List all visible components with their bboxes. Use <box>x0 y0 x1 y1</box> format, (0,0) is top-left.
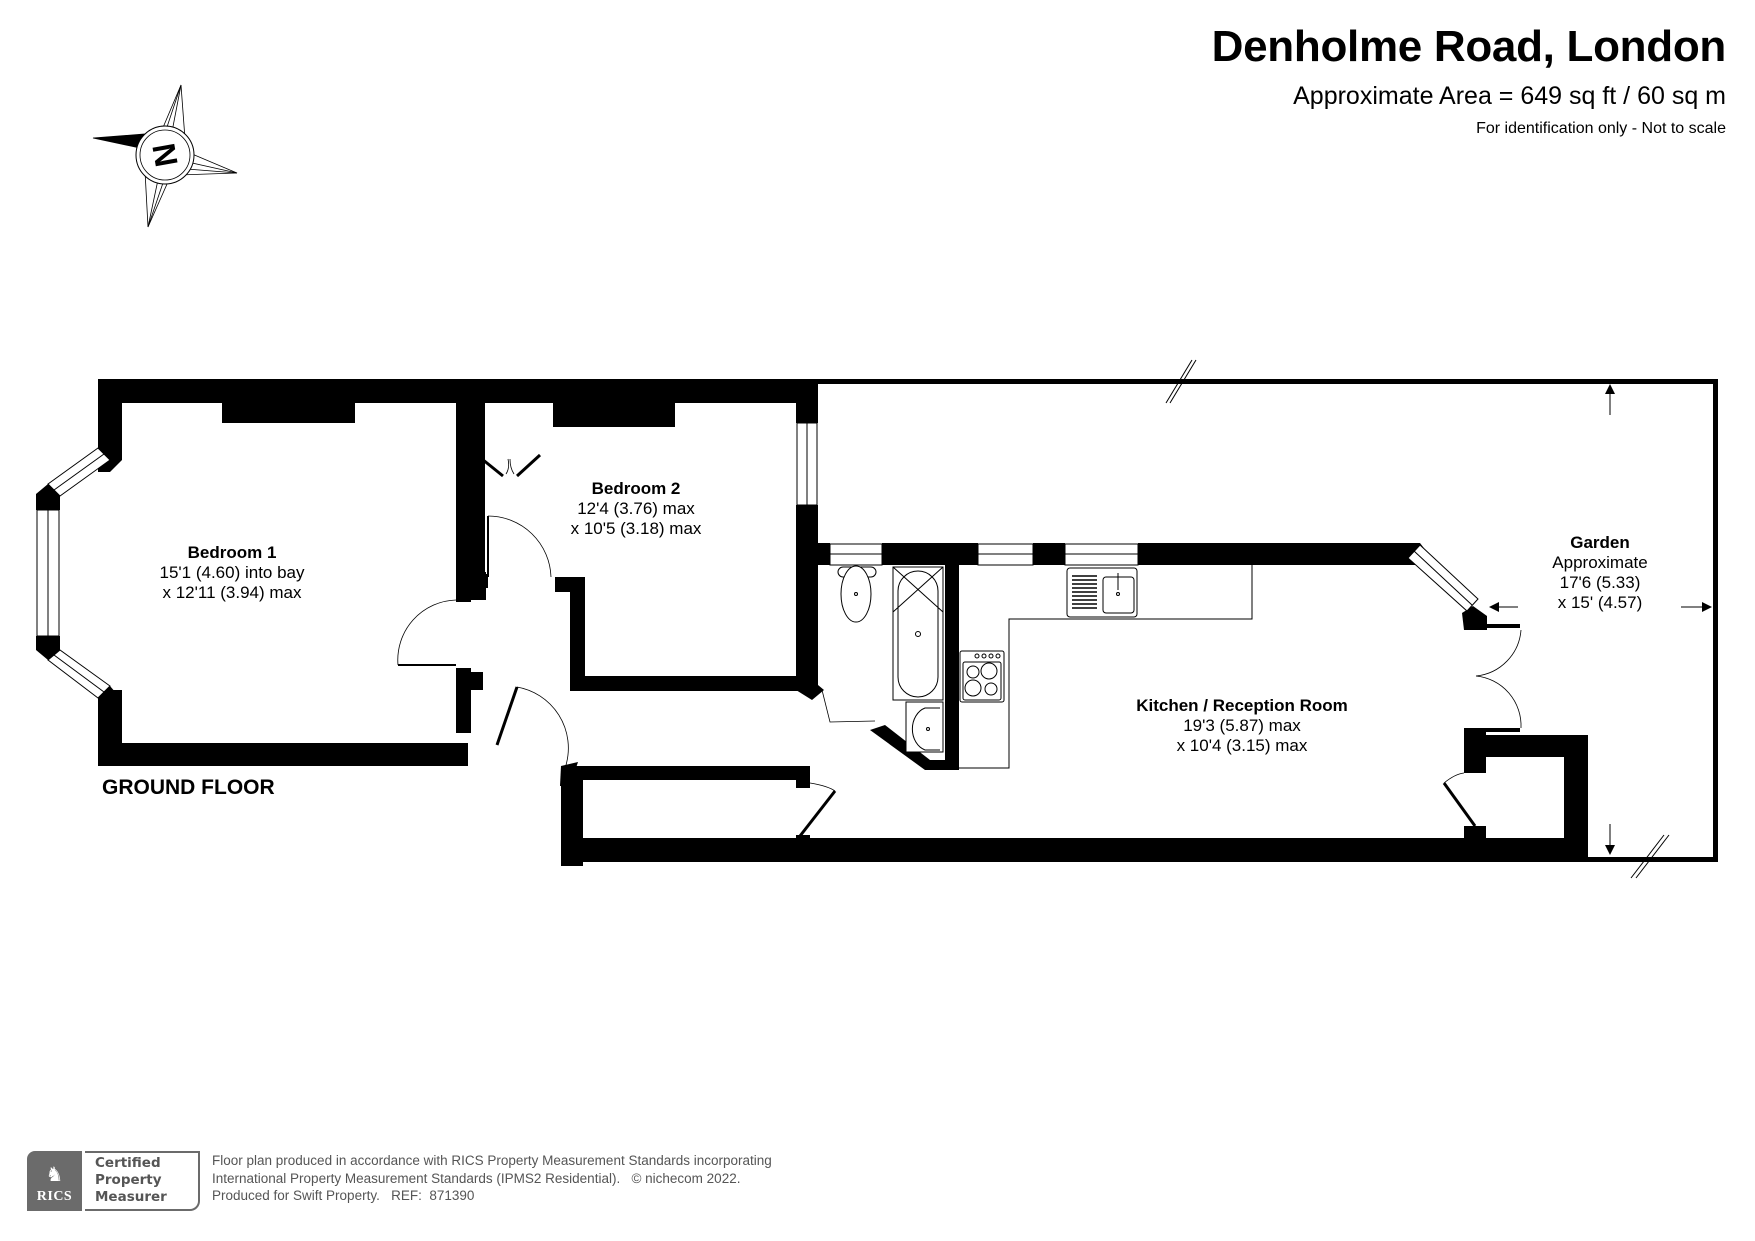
toilet-icon <box>837 565 877 623</box>
room-name: Garden <box>1570 533 1630 552</box>
kitchen-sink-icon <box>1066 567 1138 618</box>
bathtub-icon <box>892 566 944 701</box>
badge-line: Measurer <box>95 1189 167 1205</box>
room-label-bedroom-1: Bedroom 1 15'1 (4.60) into bay x 12'11 (… <box>159 543 304 603</box>
lion-icon: ♞ <box>45 1164 64 1186</box>
room-label-garden: Garden Approximate 17'6 (5.33) x 15' (4.… <box>1552 533 1647 613</box>
room-dimension: x 12'11 (3.94) max <box>162 583 302 602</box>
badge-line: Property <box>95 1172 162 1188</box>
doors <box>397 453 1522 837</box>
room-name: Bedroom 1 <box>187 543 277 562</box>
room-name: Kitchen / Reception Room <box>1136 696 1348 715</box>
room-dimension: x 15' (4.57) <box>1557 593 1643 612</box>
room-dimension: Approximate <box>1552 553 1648 572</box>
room-dimension: x 10'5 (3.18) max <box>570 519 702 538</box>
room-label-bedroom-2: Bedroom 2 12'4 (3.76) max x 10'5 (3.18) … <box>571 479 702 539</box>
garden-boundary <box>818 359 1718 879</box>
footer-line: Floor plan produced in accordance with R… <box>212 1153 772 1168</box>
approximate-area: Approximate Area = 649 sq ft / 60 sq m <box>1293 82 1726 110</box>
rics-wordmark: RICS <box>36 1189 73 1204</box>
floor-label: GROUND FLOOR <box>102 776 275 799</box>
room-dimension: x 10'4 (3.15) max <box>1176 736 1308 755</box>
room-dimension: 12'4 (3.76) max <box>577 499 695 518</box>
room-label-kitchen-reception: Kitchen / Reception Room 19'3 (5.87) max… <box>1136 696 1348 756</box>
property-title: Denholme Road, London <box>1211 22 1727 71</box>
basin-icon <box>905 701 944 753</box>
north-compass-icon: N <box>92 84 238 228</box>
disclaimer: For identification only - Not to scale <box>1476 120 1726 137</box>
footer: ♞ RICS Certified Property Measurer Floor… <box>27 1151 772 1211</box>
windows <box>36 422 1479 699</box>
badge-line: Certified <box>95 1155 161 1171</box>
kitchen-worktop <box>959 565 1253 769</box>
room-dimension: 15'1 (4.60) into bay <box>159 563 305 582</box>
footer-line: Produced for Swift Property. REF: 871390 <box>212 1188 475 1203</box>
rics-logo: ♞ RICS <box>27 1151 82 1211</box>
certified-badge: Certified Property Measurer <box>85 1151 200 1211</box>
room-dimension: 19'3 (5.87) max <box>1183 716 1301 735</box>
room-dimension: 17'6 (5.33) <box>1559 573 1641 592</box>
room-name: Bedroom 2 <box>591 479 681 498</box>
footer-line: International Property Measurement Stand… <box>212 1170 741 1186</box>
hob-icon <box>959 650 1005 703</box>
footer-statement: Floor plan produced in accordance with R… <box>212 1151 772 1211</box>
